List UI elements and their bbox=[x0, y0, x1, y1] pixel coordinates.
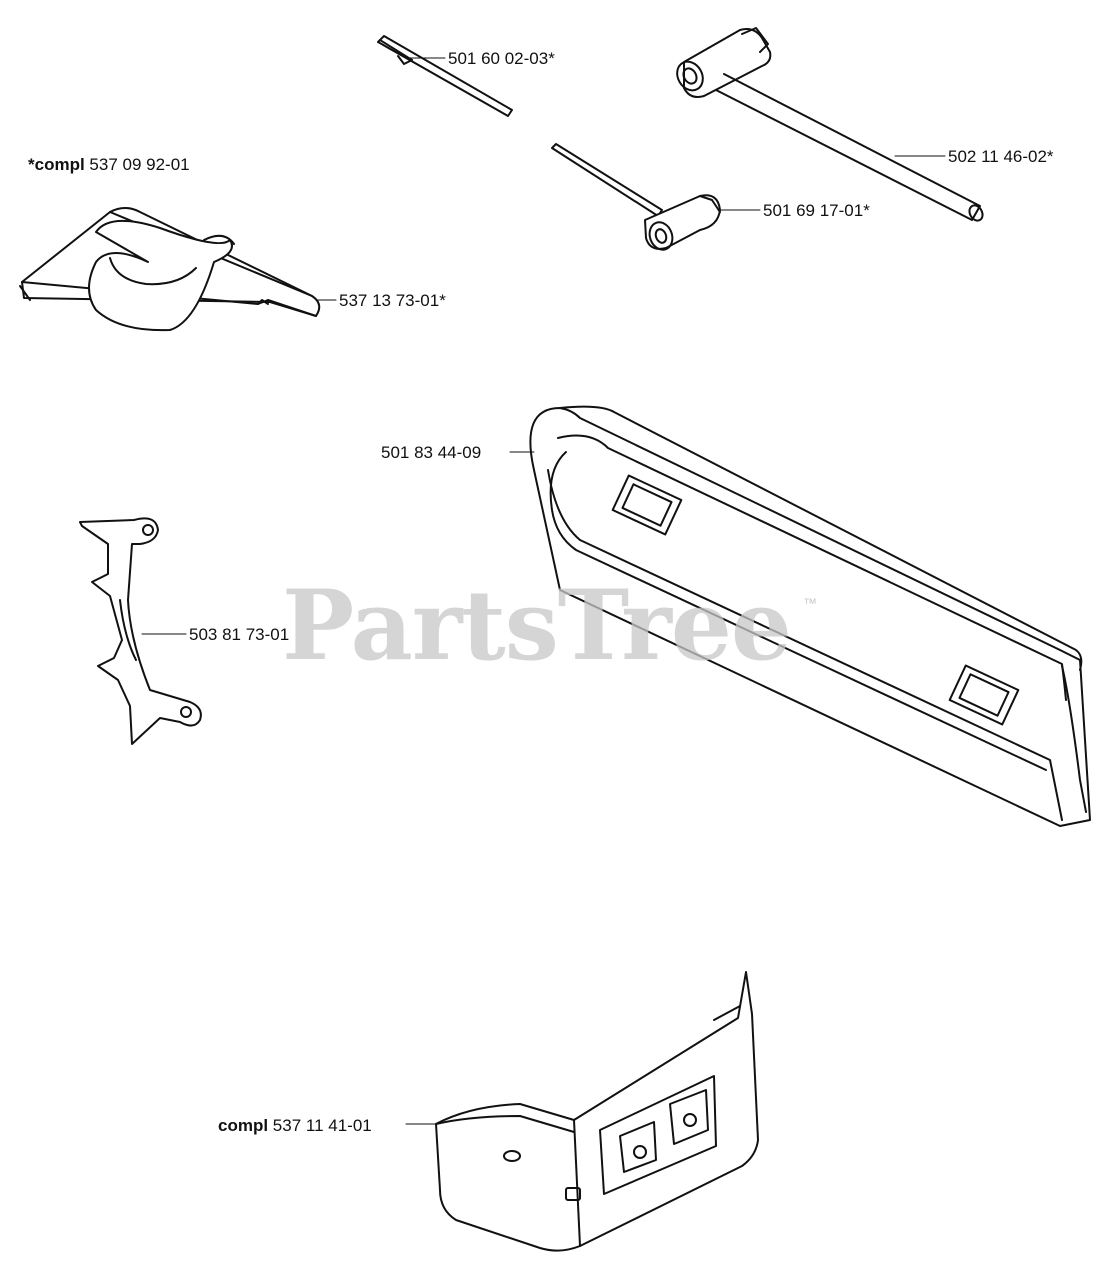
label-file[interactable]: 501 60 02-03* bbox=[448, 49, 555, 68]
clutch-cover[interactable] bbox=[405, 971, 759, 1252]
label-spark-wrench[interactable]: 501 69 17-01* bbox=[763, 201, 870, 220]
storage-bag[interactable] bbox=[19, 207, 337, 332]
bar-cover[interactable] bbox=[509, 405, 1091, 827]
label-clutch-cover[interactable]: compl 537 11 41-01 bbox=[218, 1116, 372, 1135]
spark-plug-wrench[interactable] bbox=[551, 143, 761, 253]
trademark-mark: ™ bbox=[803, 595, 817, 611]
label-tbar-wrench[interactable]: 502 11 46-02* bbox=[948, 147, 1054, 166]
label-bag[interactable]: 537 13 73-01* bbox=[339, 291, 446, 310]
label-bar-cover[interactable]: 501 83 44-09 bbox=[381, 443, 482, 462]
label-bracket[interactable]: 503 81 73-01 bbox=[189, 625, 290, 644]
file-tool[interactable] bbox=[377, 35, 513, 117]
tbar-wrench[interactable] bbox=[672, 27, 985, 223]
watermark: PartsTree bbox=[282, 569, 792, 682]
bracket-part[interactable] bbox=[79, 517, 202, 745]
key-note-label: *compl 537 09 92-01 bbox=[28, 155, 190, 174]
